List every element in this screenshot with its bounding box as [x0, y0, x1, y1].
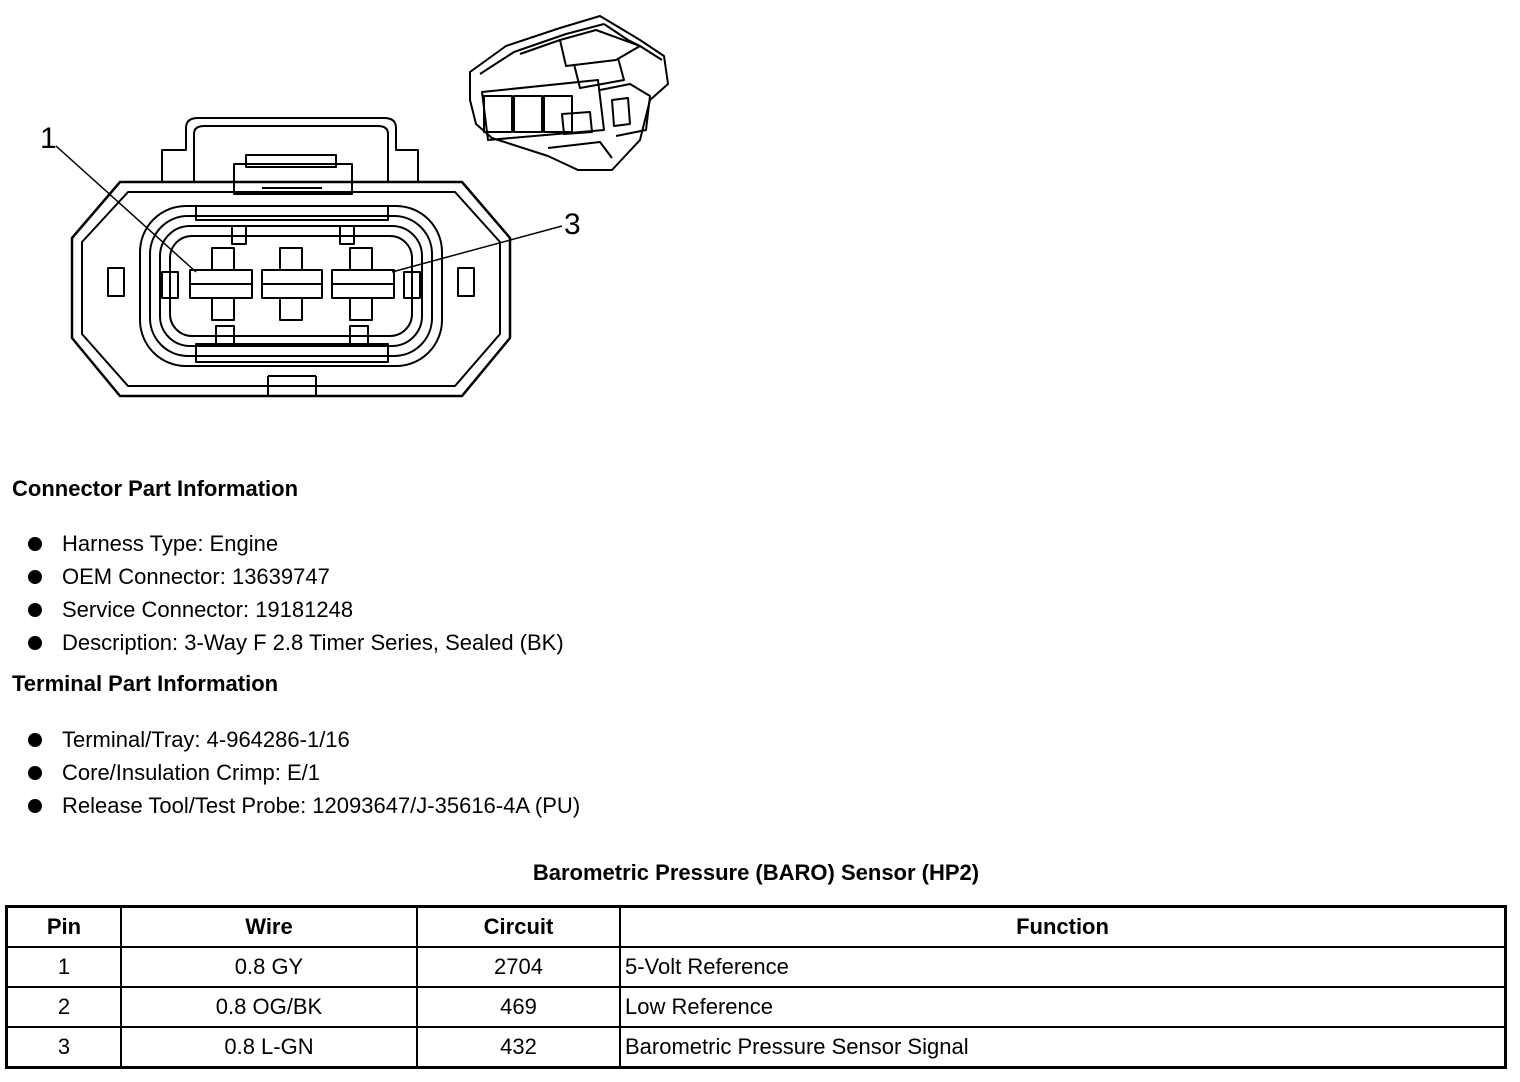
terminal-tray: Terminal/Tray: 4-964286-1/16 — [62, 727, 350, 752]
connector-face-drawing — [55, 15, 669, 398]
terminal-release-tool: Release Tool/Test Probe: 12093647/J-3561… — [62, 793, 581, 818]
terminal-crimp: Core/Insulation Crimp: E/1 — [62, 760, 320, 785]
list-item: Service Connector: 19181248 — [28, 593, 564, 626]
pinout-table: Pin Wire Circuit Function 1 0.8 GY 2704 … — [5, 905, 1507, 1069]
list-item: Harness Type: Engine — [28, 527, 564, 560]
header-wire: Wire — [120, 905, 418, 948]
connector-oem: OEM Connector: 13639747 — [62, 564, 330, 589]
cell-function: Low Reference — [619, 986, 1507, 1028]
table-row: 2 0.8 OG/BK 469 Low Reference — [5, 986, 1507, 1028]
cell-wire: 0.8 GY — [120, 946, 418, 988]
table-header-row: Pin Wire Circuit Function — [5, 905, 1507, 948]
list-item: Terminal/Tray: 4-964286-1/16 — [28, 723, 580, 756]
header-function: Function — [619, 905, 1507, 948]
callout-pin-1: 1 — [40, 122, 57, 155]
callout-pin-3: 3 — [564, 208, 581, 241]
connector-harness-type: Harness Type: Engine — [62, 531, 279, 556]
cell-pin: 3 — [5, 1026, 122, 1069]
bullet-icon — [28, 798, 42, 813]
cell-function: Barometric Pressure Sensor Signal — [619, 1026, 1507, 1069]
cell-function: 5-Volt Reference — [619, 946, 1507, 988]
table-title: Barometric Pressure (BARO) Sensor (HP2) — [532, 860, 980, 885]
header-pin: Pin — [5, 905, 122, 948]
connector-info-list: Harness Type: Engine OEM Connector: 1363… — [28, 527, 564, 659]
table-row: 3 0.8 L-GN 432 Barometric Pressure Senso… — [5, 1026, 1507, 1069]
cell-circuit: 469 — [416, 986, 621, 1028]
list-item: Description: 3-Way F 2.8 Timer Series, S… — [28, 626, 564, 659]
header-circuit: Circuit — [416, 905, 621, 948]
connector-info-heading: Connector Part Information — [12, 476, 299, 501]
terminal-info-heading: Terminal Part Information — [12, 671, 279, 696]
cell-wire: 0.8 L-GN — [120, 1026, 418, 1069]
list-item: OEM Connector: 13639747 — [28, 560, 564, 593]
bullet-icon — [28, 765, 42, 780]
list-item: Core/Insulation Crimp: E/1 — [28, 756, 580, 789]
cell-circuit: 432 — [416, 1026, 621, 1069]
connector-diagram: 1 3 — [0, 0, 700, 440]
terminal-info-list: Terminal/Tray: 4-964286-1/16 Core/Insula… — [28, 723, 580, 822]
bullet-icon — [28, 536, 42, 551]
connector-service: Service Connector: 19181248 — [62, 597, 354, 622]
bullet-icon — [28, 635, 42, 650]
list-item: Release Tool/Test Probe: 12093647/J-3561… — [28, 789, 580, 822]
cell-pin: 2 — [5, 986, 122, 1028]
bullet-icon — [28, 602, 42, 617]
cell-wire: 0.8 OG/BK — [120, 986, 418, 1028]
cell-circuit: 2704 — [416, 946, 621, 988]
bullet-icon — [28, 732, 42, 747]
cell-pin: 1 — [5, 946, 122, 988]
connector-description: Description: 3-Way F 2.8 Timer Series, S… — [62, 630, 564, 655]
table-row: 1 0.8 GY 2704 5-Volt Reference — [5, 946, 1507, 988]
bullet-icon — [28, 569, 42, 584]
